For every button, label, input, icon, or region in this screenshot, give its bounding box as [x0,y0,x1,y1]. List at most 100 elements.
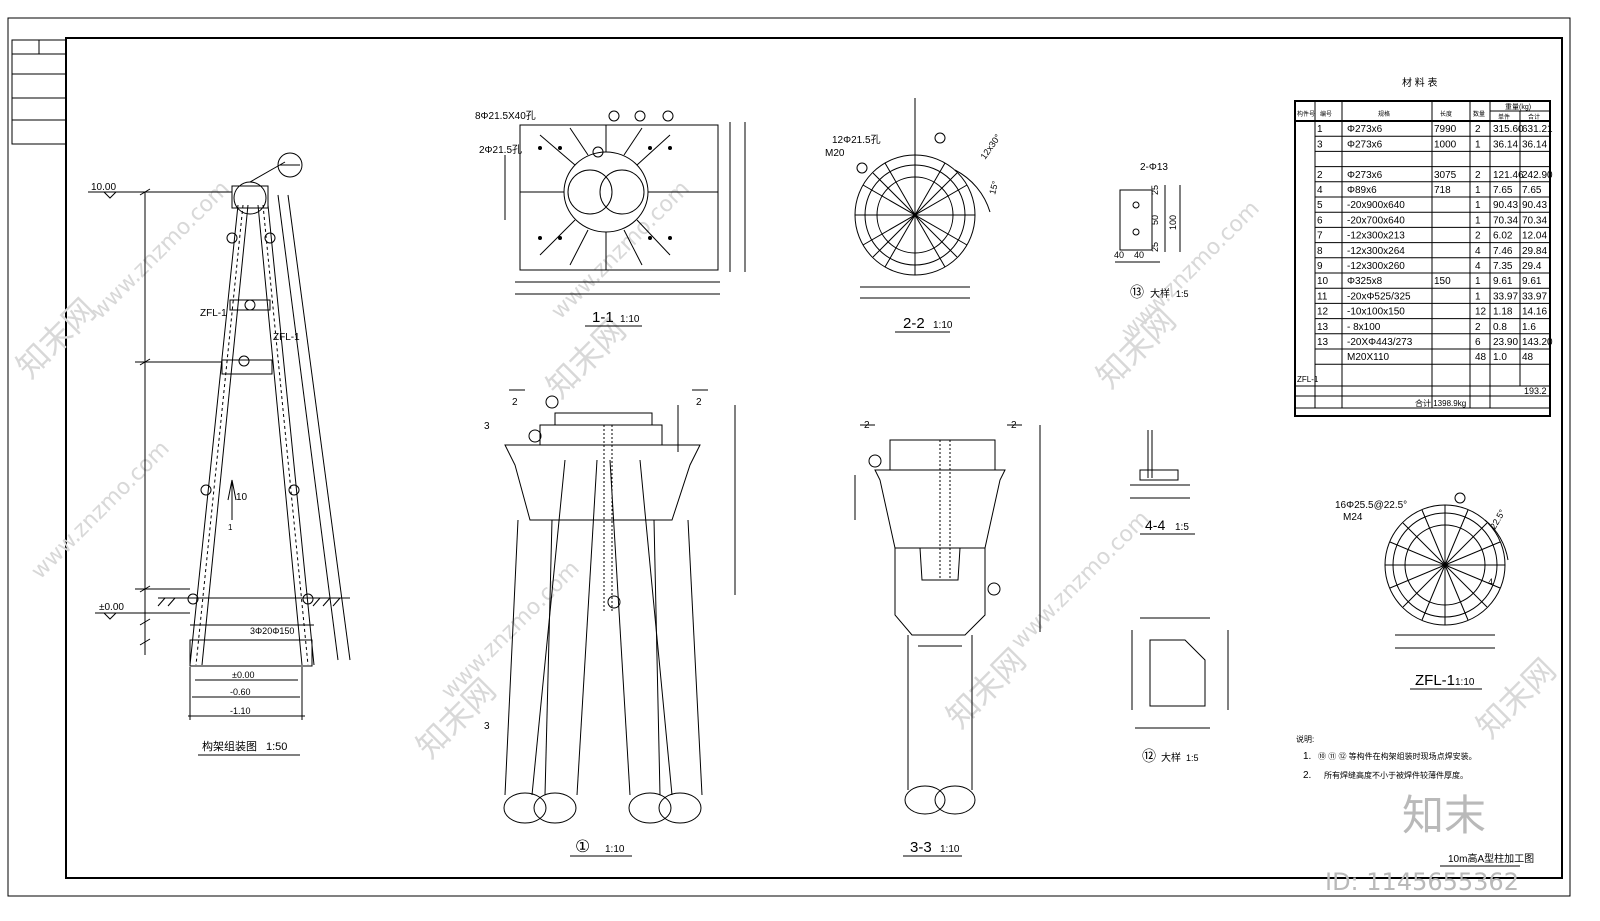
elevation-dim-1: -0.60 [230,687,251,697]
sheet-title: 10m高A型柱加工图 [1448,852,1534,865]
material-table-cell: 315.60 [1493,124,1524,135]
material-table-total: 合计:1398.9kg [1415,398,1466,408]
watermark-10: 知末网 [939,641,1034,736]
section-3-3-drawing [854,424,1041,815]
material-table-cell: -12x300x260 [1347,261,1405,272]
material-table-cell: 12 [1317,307,1329,318]
material-table-cell: 0.8 [1493,322,1507,333]
material-table-cell: 7 [1317,231,1323,242]
section-4-4-title: 4-4 [1145,517,1165,533]
elevation-drawing [88,152,351,720]
material-table-cell: 2 [1475,231,1481,242]
elevation-tag-1: ZFL-1 [200,308,227,319]
material-table-subtotal: 193.2 [1524,386,1547,396]
material-table-cell: 242.90 [1522,170,1553,181]
material-table-cell: 1 [1475,291,1481,302]
section-3-3-scale: 1:10 [940,844,960,855]
notes-heading: 说明: [1296,734,1314,744]
material-table-subheader-1: 合计 [1528,113,1540,121]
flange-title: ZFL-1 [1415,672,1455,689]
material-table [1294,100,1551,417]
elevation-title: 构架组装图 [202,739,257,753]
watermark-8: 知末网 [539,311,634,406]
material-table-cell: 2 [1475,124,1481,135]
detail-13-label: 大样 [1150,287,1170,300]
material-table-cell: 2 [1317,170,1323,181]
elevation-slope-unit: 1 [228,523,233,532]
material-table-cell: 6.02 [1493,231,1513,242]
material-table-cell: 1.18 [1493,307,1513,318]
section-3-3-title: 3-3 [910,839,932,856]
detail-13-dim-a: 25 [1150,185,1160,195]
material-table-cell: 1000 [1434,139,1457,150]
material-table-header-0: 构件号 [1297,110,1315,118]
detail-12-label: 大样 [1161,751,1181,764]
elevation-dim-0: ±0.00 [232,670,254,680]
material-table-cell: 9.61 [1522,276,1542,287]
material-table-cell: 8 [1317,246,1323,257]
material-table-cell: 9.61 [1493,276,1513,287]
material-table-cell: -20x900x640 [1347,200,1405,211]
material-table-cell: 12 [1475,307,1487,318]
section-1-1-note-2: 2Φ21.5孔 [479,144,522,156]
material-table-cell: Φ325x8 [1347,276,1383,287]
view-1-scale: 1:10 [605,844,625,855]
material-table-cell: 1 [1475,185,1481,196]
section-1-1-note-1: 8Φ21.5X40孔 [475,110,536,122]
material-table-header-5: 重量(kg) [1505,103,1531,111]
section-2-2-title: 2-2 [903,315,925,332]
material-table-cell: 631.21 [1522,124,1553,135]
section-2-2-note-1: 12Φ21.5孔 [832,134,881,146]
material-table-cell: 10 [1317,276,1329,287]
material-table-cell: 7990 [1434,124,1457,135]
detail-13-dim-total: 100 [1168,215,1178,230]
flange-note-2: M24 [1343,512,1363,523]
section-4-4-scale: 1:5 [1175,522,1189,533]
material-table-header-2: 规格 [1378,110,1390,118]
material-table-cell: 33.97 [1493,291,1518,302]
material-table-cell: 7.65 [1522,185,1542,196]
material-table-cell: 13 [1317,337,1329,348]
material-table-group-zfl: ZFL-1 [1297,375,1319,384]
flange-dim: 4 [1488,577,1493,587]
detail-13-dim-b: 50 [1150,215,1160,225]
material-table-cell: M20X110 [1347,352,1390,363]
notes-2-number: 2. [1303,770,1311,781]
view-1-cut-3-top: 3 [484,421,490,432]
section-3-3-cut-2-left: 2 [864,420,870,431]
notes-2-text: 所有焊缝高度不小于被焊件较薄件厚度。 [1324,770,1468,780]
material-table-cell: 3075 [1434,170,1457,181]
elevation-dim-2: -1.10 [230,706,251,716]
material-table-cell: 7.65 [1493,185,1513,196]
outer-frame [7,17,1571,897]
material-table-cell: -12x300x264 [1347,246,1405,257]
inner-frame [65,37,1563,879]
material-table-cell: 718 [1434,185,1451,196]
material-table-cell: 14.16 [1522,307,1547,318]
material-table-cell: -20xΦ525/325 [1347,291,1411,302]
material-table-cell: 143.20 [1522,337,1553,348]
material-table-cell: 36.14 [1522,139,1547,150]
material-table-header-1: 编号 [1320,110,1332,118]
material-table-cell: 1 [1475,276,1481,287]
material-table-cell: 7.46 [1493,246,1513,257]
material-table-cell: 90.43 [1522,200,1547,211]
detail-13-dim-d: 40 [1114,250,1124,260]
detail-13-number: ⑬ [1130,284,1144,300]
section-2-2-angle-1: 12x30° [978,132,1003,161]
material-table-cell: Φ273x6 [1347,124,1383,135]
watermark-1: www.znzmo.com [87,176,235,324]
material-table-cell: 4 [1475,261,1481,272]
material-table-cell: Φ273x6 [1347,139,1383,150]
material-table-cell: 1 [1475,200,1481,211]
notes-1-text: ⑩ ⑪ ⑫ 等构件在构架组装时现场点焊安装。 [1318,751,1477,761]
view-1-cut-3-bottom: 3 [484,721,490,732]
left-title-strip [11,39,67,145]
material-table-cell: 12.04 [1522,231,1547,242]
material-table-cell: 29.84 [1522,246,1547,257]
flange-note-1: 16Φ25.5@22.5° [1335,500,1407,511]
watermark-2: www.znzmo.com [27,436,175,584]
elevation-scale: 1:50 [266,741,287,753]
